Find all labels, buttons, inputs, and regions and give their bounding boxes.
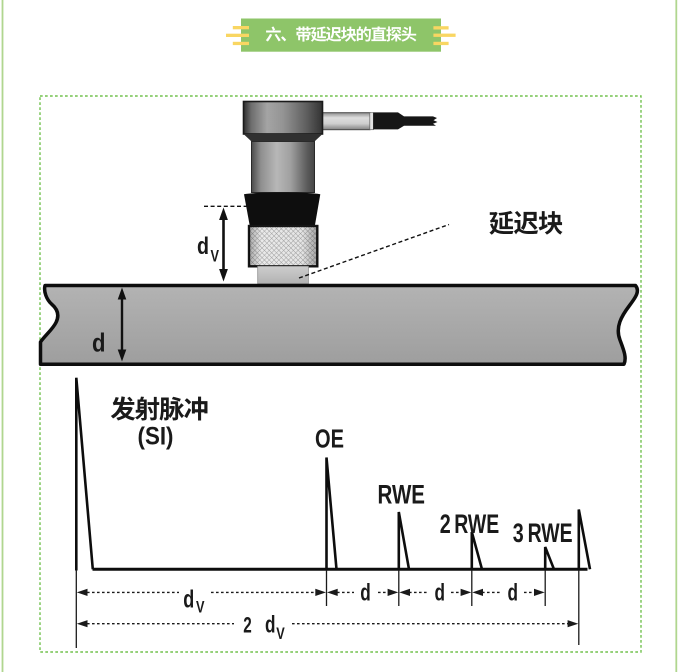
svg-text:V: V [211, 247, 220, 266]
svg-text:3: 3 [513, 518, 524, 548]
svg-text:d: d [360, 580, 371, 607]
svg-text:2: 2 [243, 612, 252, 637]
svg-text:d: d [508, 580, 519, 607]
svg-text:d: d [435, 580, 446, 607]
svg-text:V: V [196, 599, 205, 617]
svg-text:OE: OE [315, 424, 344, 454]
svg-text:d: d [183, 586, 194, 614]
svg-text:RWE: RWE [454, 509, 499, 539]
svg-text:2: 2 [440, 509, 451, 539]
svg-text:RWE: RWE [528, 518, 573, 548]
svg-text:RWE: RWE [378, 480, 426, 510]
svg-text:d: d [197, 233, 209, 260]
svg-text:d: d [92, 328, 106, 358]
svg-text:V: V [276, 625, 285, 643]
svg-text:(SI): (SI) [138, 423, 174, 451]
svg-text:d: d [265, 611, 276, 638]
